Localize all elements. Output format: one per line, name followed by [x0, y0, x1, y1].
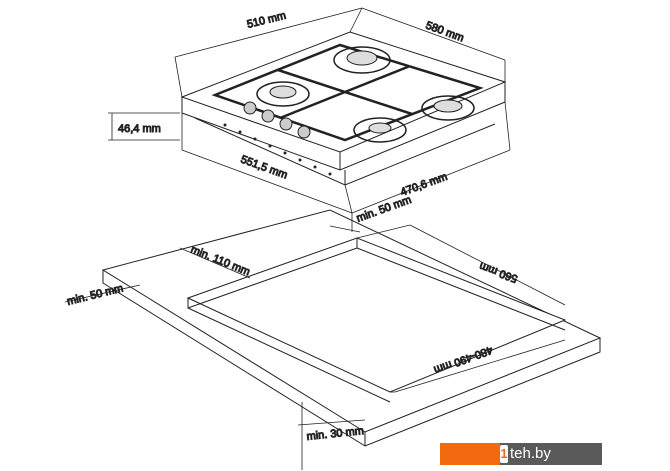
hob [180, 31, 507, 186]
watermark-text: teh.by [510, 445, 551, 462]
countertop-dimension-lines [64, 213, 566, 470]
label-width-top: 510 mm [246, 10, 287, 31]
label-width-bottom: 551,5 mm [239, 154, 289, 182]
label-min-back: min. 50 mm [355, 194, 413, 225]
hob-dimension-lines [108, 7, 511, 214]
vent-holes [223, 123, 332, 176]
watermark-logo-icon: 1 [500, 445, 508, 463]
countertop [101, 209, 602, 447]
watermark-accent [440, 443, 500, 465]
label-min-front: min. 50 mm [66, 282, 125, 308]
label-cutout-depth: 560 mm [478, 260, 519, 285]
knobs [243, 101, 311, 139]
label-min-thickness: min. 30 mm [306, 425, 364, 443]
label-height: 46,4 mm [118, 123, 161, 135]
label-depth-top: 580 mm [424, 20, 465, 45]
